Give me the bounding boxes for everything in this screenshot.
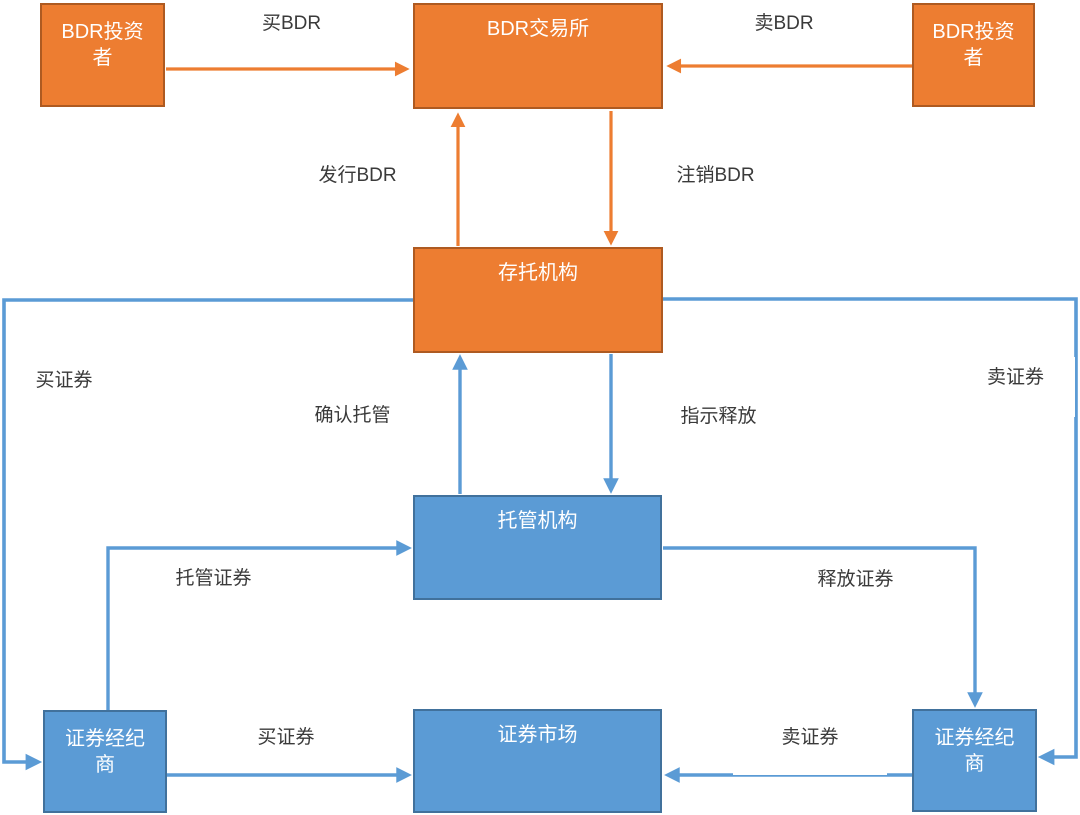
edge-label-issue-bdr: 发行BDR — [265, 155, 450, 210]
arrow-custody-securities — [106, 540, 412, 711]
node-depositary: 存托机构 — [413, 247, 663, 353]
edge-label-buy-securities-left: 买证券 — [6, 360, 122, 418]
node-bdr-exchange: BDR交易所 — [413, 3, 663, 109]
edge-label-sell-securities-right: 卖证券 — [956, 357, 1075, 417]
edge-label-buy-securities-bottom: 买证券 — [227, 717, 345, 773]
node-broker-right: 证券经纪 商 — [912, 709, 1037, 812]
edge-label-sell-securities-bottom: 卖证券 — [733, 717, 887, 775]
edge-label-buy-bdr: 买BDR — [198, 3, 385, 58]
arrow-sell-securities-right — [663, 297, 1078, 766]
node-bdr-investor-left: BDR投资 者 — [40, 3, 165, 107]
node-custodian: 托管机构 — [413, 495, 662, 600]
node-bdr-investor-right: BDR投资 者 — [912, 3, 1035, 107]
node-securities-market: 证券市场 — [413, 709, 662, 813]
edge-label-instruct-release: 指示释放 — [625, 396, 812, 455]
edge-label-custody-securities: 托管证券 — [112, 558, 315, 617]
arrow-buy-securities-left — [2, 298, 413, 771]
node-broker-left: 证券经纪 商 — [43, 710, 167, 813]
edge-label-cancel-bdr: 注销BDR — [621, 155, 810, 210]
edge-label-sell-bdr: 卖BDR — [693, 3, 875, 58]
edge-label-release-securities: 释放证券 — [738, 559, 973, 618]
edge-label-confirm-custody: 确认托管 — [265, 395, 440, 455]
arrow-release-securities — [663, 546, 983, 708]
